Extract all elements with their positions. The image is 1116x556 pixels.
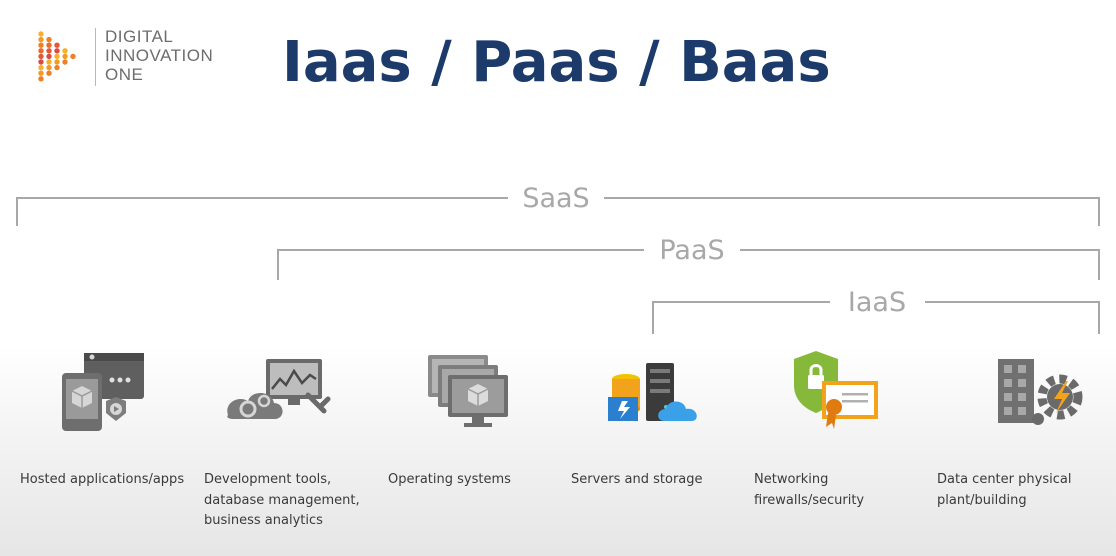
logo: DIGITAL INNOVATION ONE <box>36 26 236 86</box>
logo-dot <box>62 59 68 65</box>
logo-dot <box>54 64 60 71</box>
paas-label: PaaS <box>659 235 724 266</box>
logo-dot <box>38 36 44 43</box>
datacenter-icon <box>988 345 1098 435</box>
caption-operating-systems: Operating systems <box>388 472 511 487</box>
logo-dot <box>38 42 44 48</box>
caption-servers-storage: Servers and storage <box>571 472 703 487</box>
logo-dot <box>62 53 68 60</box>
logo-dot <box>38 31 44 37</box>
paas-bracket <box>277 249 1100 280</box>
logo-dot <box>62 48 68 54</box>
caption-hosted-apps: Hosted applications/apps <box>20 472 185 487</box>
logo-line-1: DIGITAL <box>105 27 174 46</box>
iaas-bracket <box>652 301 1100 334</box>
logo-line-3: ONE <box>105 65 144 84</box>
logo-dot <box>46 36 52 43</box>
logo-line-2: INNOVATION <box>105 46 214 65</box>
logo-dot <box>46 53 52 60</box>
dev-tools-icon <box>222 345 332 435</box>
logo-dot <box>46 42 52 48</box>
logo-dot <box>38 53 44 60</box>
logo-dot <box>38 76 44 82</box>
logo-dot <box>54 48 60 54</box>
caption-datacenter: Data center physical plant/building <box>937 472 1072 508</box>
logo-dot <box>46 70 52 76</box>
logo-dot <box>54 53 60 60</box>
iaas-label: IaaS <box>848 287 906 318</box>
logo-dot <box>38 70 44 76</box>
servers-storage-icon <box>600 345 710 435</box>
page-title: Iaas / Paas / Baas <box>282 30 831 95</box>
logo-dot <box>54 59 60 65</box>
service-model-brackets: SaaS PaaS IaaS <box>16 183 1100 334</box>
logo-dot <box>46 48 52 54</box>
logo-divider <box>95 28 96 86</box>
saas-bracket <box>16 197 1100 226</box>
logo-mark-icon <box>38 31 76 82</box>
hosted-apps-icon <box>50 345 160 435</box>
logo-dot <box>54 42 60 48</box>
logo-dot <box>38 64 44 71</box>
logo-text: DIGITAL INNOVATION ONE <box>105 27 213 84</box>
saas-label: SaaS <box>522 183 589 214</box>
operating-systems-icon <box>412 345 522 435</box>
logo-dot <box>38 48 44 54</box>
caption-networking-security: Networking firewalls/security <box>754 472 865 508</box>
logo-dot <box>70 53 76 60</box>
logo-dot <box>38 59 44 65</box>
caption-dev-tools: Development tools, database management, … <box>204 472 360 528</box>
logo-dot <box>46 64 52 71</box>
logo-dot <box>46 59 52 65</box>
networking-security-icon <box>786 345 896 435</box>
